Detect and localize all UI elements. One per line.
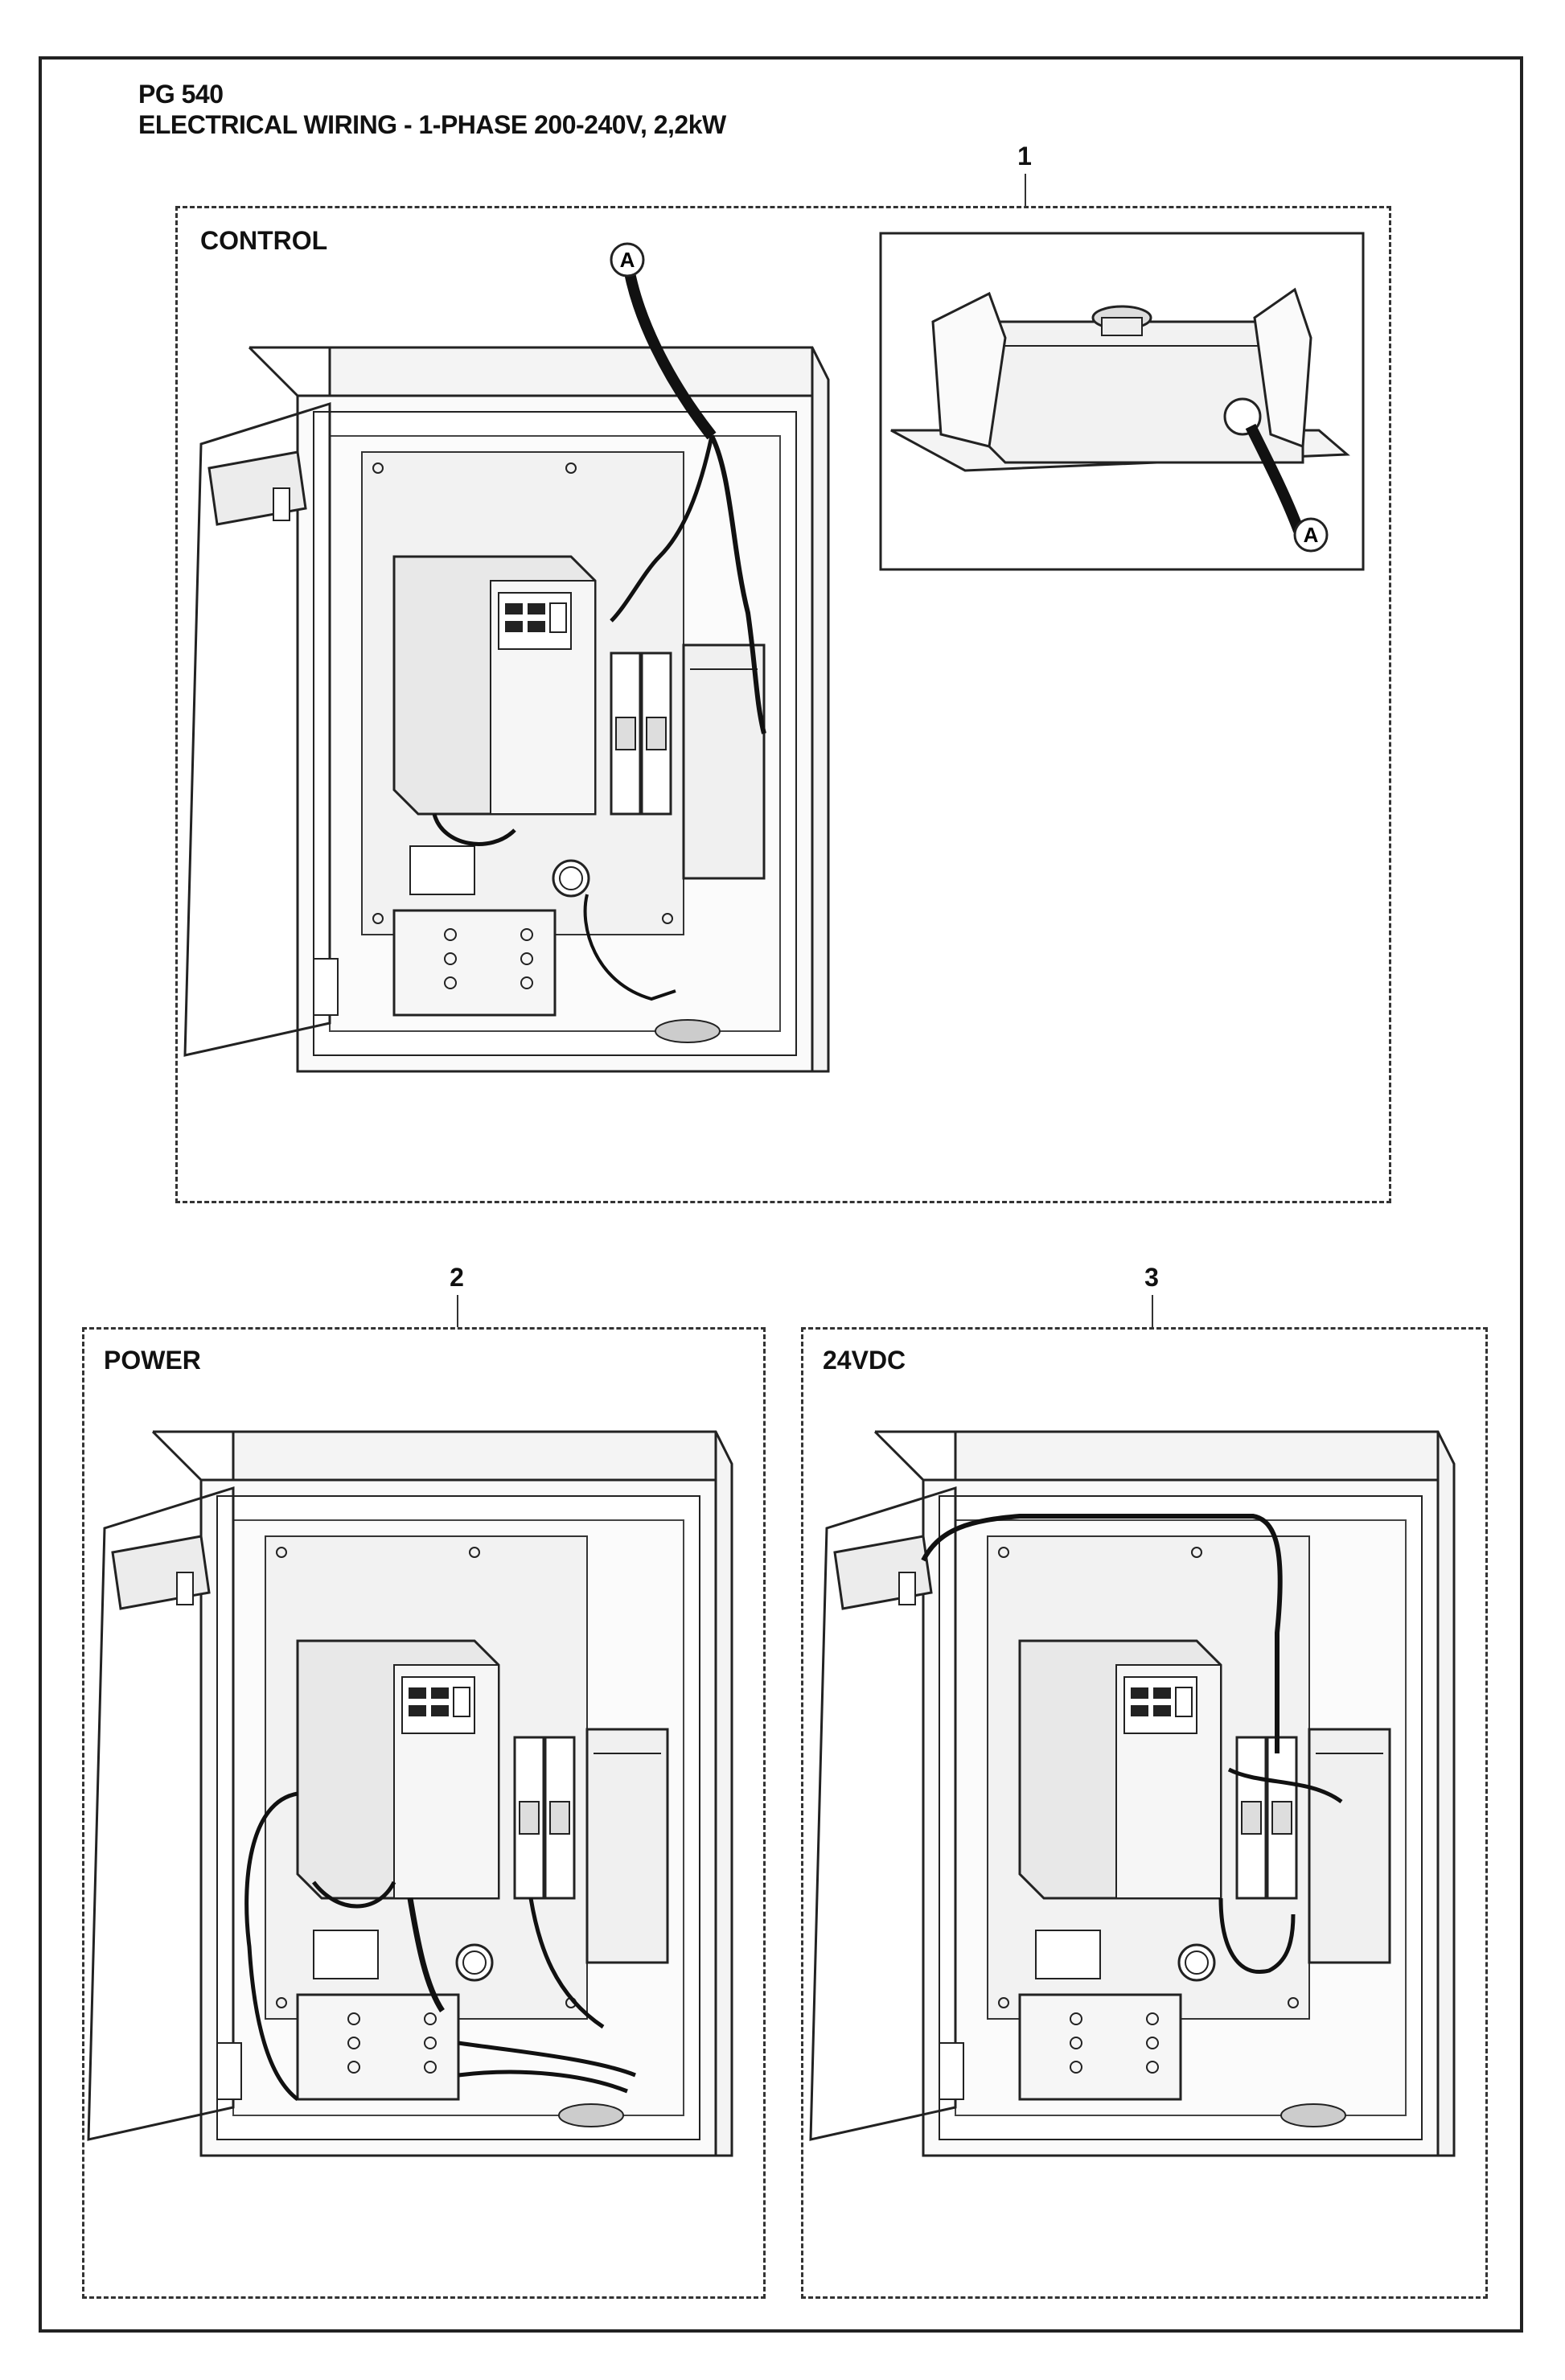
callout-2: 2 xyxy=(450,1263,464,1292)
panel-control: CONTROL xyxy=(175,206,1391,1203)
emergency-stop-box xyxy=(890,287,1350,533)
model-name: PG 540 xyxy=(138,80,224,109)
wiring-subtitle: ELECTRICAL WIRING - 1-PHASE 200-240V, 2,… xyxy=(138,110,726,139)
panel-power-label: POWER xyxy=(104,1346,201,1375)
panel-24vdc: 24VDC xyxy=(801,1327,1488,2299)
panel-control-label: CONTROL xyxy=(200,226,328,255)
callout-1-leader xyxy=(1025,174,1026,206)
callout-3: 3 xyxy=(1144,1263,1159,1292)
diagram-title: PG 540 ELECTRICAL WIRING - 1-PHASE 200-2… xyxy=(138,79,726,140)
connector-mark-top: A xyxy=(620,248,635,272)
panel-power: POWER xyxy=(82,1327,766,2299)
panel-24vdc-label: 24VDC xyxy=(823,1346,906,1375)
connector-mark-detail: A xyxy=(1304,523,1319,547)
callout-1: 1 xyxy=(1017,142,1032,171)
callout-3-leader xyxy=(1152,1295,1153,1327)
page-frame xyxy=(39,56,1523,2333)
callout-2-leader xyxy=(457,1295,458,1327)
